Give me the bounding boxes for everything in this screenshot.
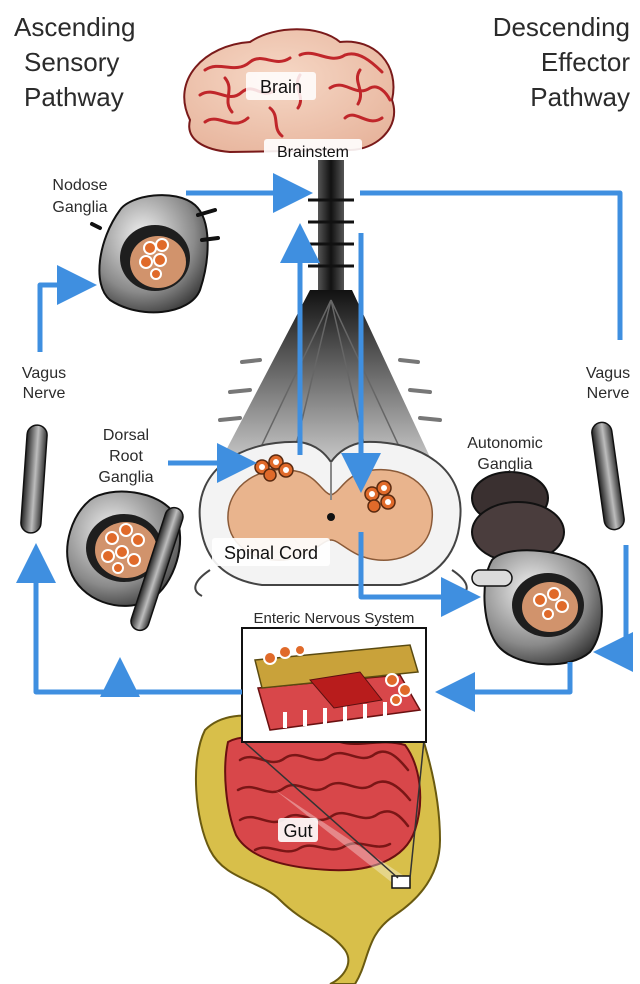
nodose-label: Nodose <box>52 177 107 194</box>
drg-label: Dorsal <box>103 427 149 444</box>
ascending-pathway-title: Ascending Sensory Pathway <box>14 12 135 112</box>
vagus-nerve-right: Vagus Nerve <box>586 365 630 531</box>
spinal-cord-label: Spinal Cord <box>224 543 318 563</box>
vagus-right-label: Vagus <box>586 365 630 382</box>
nodose-label: Ganglia <box>52 199 107 216</box>
descending-pathway-title: Descending Effector Pathway <box>493 12 631 112</box>
title-line: Descending <box>493 12 630 42</box>
vagus-left-label: Nerve <box>23 385 66 402</box>
vagus-nerve-left: Vagus Nerve <box>20 365 66 534</box>
autonomic-ganglia: Autonomic Ganglia <box>467 435 602 664</box>
vagus-right-label: Nerve <box>587 385 630 402</box>
brainstem-label: Brainstem <box>277 144 349 161</box>
vagus-to-ganglia-arrow <box>608 545 626 652</box>
title-line: Sensory <box>24 47 119 77</box>
title-line: Ascending <box>14 12 135 42</box>
gut-label: Gut <box>283 821 312 841</box>
ganglia-to-ens-arrow <box>450 662 570 692</box>
drg-label: Ganglia <box>98 469 153 486</box>
title-line: Effector <box>541 47 630 77</box>
vagus-to-nodose-arrow <box>40 285 82 352</box>
gut-illustration: Gut <box>196 715 440 984</box>
brain-illustration: Brain Brainstem <box>184 29 394 163</box>
drg-label: Root <box>109 448 143 465</box>
vagus-left-label: Vagus <box>22 365 66 382</box>
autonomic-label: Ganglia <box>477 456 532 473</box>
brain-label: Brain <box>260 77 302 97</box>
title-line: Pathway <box>530 82 630 112</box>
autonomic-label: Autonomic <box>467 435 543 452</box>
enteric-label: Enteric Nervous System <box>254 610 415 627</box>
nodose-ganglia: Nodose Ganglia <box>52 177 218 312</box>
brainstem-to-vagus-arrow <box>360 193 620 340</box>
dorsal-root-ganglia: Dorsal Root Ganglia <box>67 427 185 633</box>
title-line: Pathway <box>24 82 124 112</box>
